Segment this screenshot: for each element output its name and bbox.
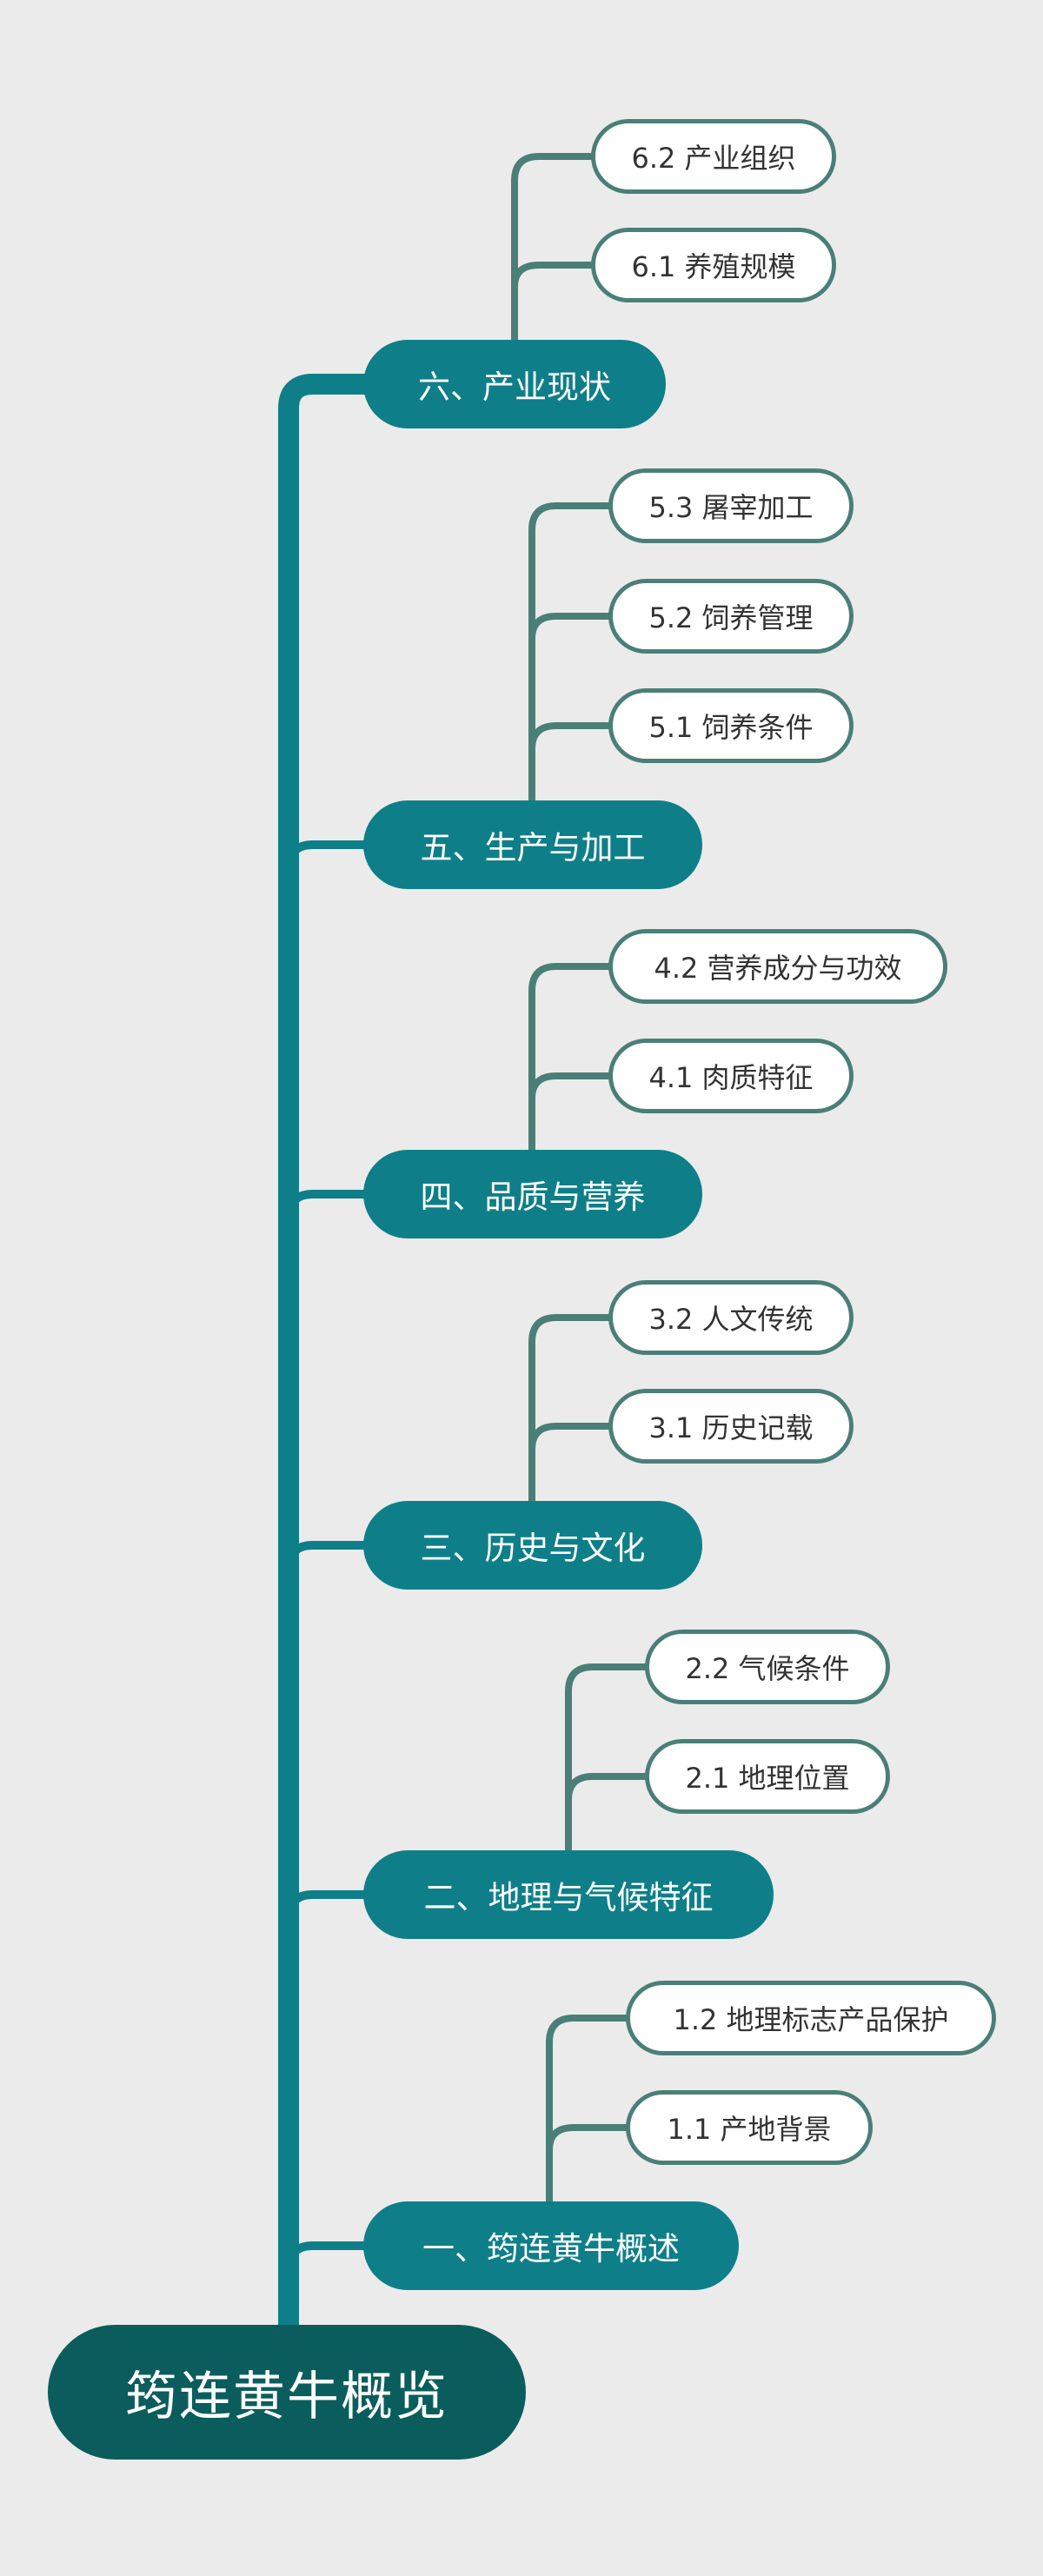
branch-node-5[interactable]: 五、生产与加工 <box>363 800 702 889</box>
leaf-node-2-2[interactable]: 2.2 气候条件 <box>645 1630 890 1704</box>
branch-node-3[interactable]: 三、历史与文化 <box>363 1501 702 1590</box>
leaf-node-3-1[interactable]: 3.1 历史记载 <box>608 1389 854 1464</box>
leaf-node-4-2[interactable]: 4.2 营养成分与功效 <box>608 929 947 1004</box>
branch-1-connector <box>546 2015 628 2202</box>
leaf-node-2-1[interactable]: 2.1 地理位置 <box>645 1739 890 1814</box>
trunk-to-branch-4 <box>284 1190 365 1219</box>
trunk-to-branch-5 <box>284 840 365 870</box>
leaf-node-4-1[interactable]: 4.1 肉质特征 <box>608 1039 854 1113</box>
leaf-node-1-1[interactable]: 1.1 产地背景 <box>626 2090 873 2165</box>
root-node[interactable]: 筠连黄牛概览 <box>48 2325 526 2460</box>
branch-2-connector <box>565 1663 647 1851</box>
branch-3-connector <box>528 1314 610 1502</box>
branch-5-connector <box>528 502 610 801</box>
leaf-node-5-2[interactable]: 5.2 饲养管理 <box>608 579 854 654</box>
branch-node-4[interactable]: 四、品质与营养 <box>363 1150 702 1238</box>
leaf-node-1-2[interactable]: 1.2 地理标志产品保护 <box>626 1981 996 2055</box>
branch-node-2[interactable]: 二、地理与气候特征 <box>363 1850 774 1939</box>
trunk-to-branch-2 <box>284 1890 365 1920</box>
trunk-to-branch-3 <box>284 1541 365 1570</box>
trunk-line <box>278 374 375 2344</box>
branch-6-connector <box>511 153 593 341</box>
leaf-node-6-1[interactable]: 6.1 养殖规模 <box>591 228 836 302</box>
branch-node-6[interactable]: 六、产业现状 <box>363 340 666 428</box>
leaf-node-6-2[interactable]: 6.2 产业组织 <box>591 119 836 194</box>
leaf-node-3-2[interactable]: 3.2 人文传统 <box>608 1280 854 1355</box>
leaf-node-5-1[interactable]: 5.1 饲养条件 <box>608 688 854 763</box>
branch-node-1[interactable]: 一、筠连黄牛概述 <box>363 2201 739 2290</box>
branch-4-connector <box>528 963 610 1151</box>
leaf-node-5-3[interactable]: 5.3 屠宰加工 <box>608 468 854 543</box>
trunk-to-branch-1 <box>284 2241 365 2271</box>
